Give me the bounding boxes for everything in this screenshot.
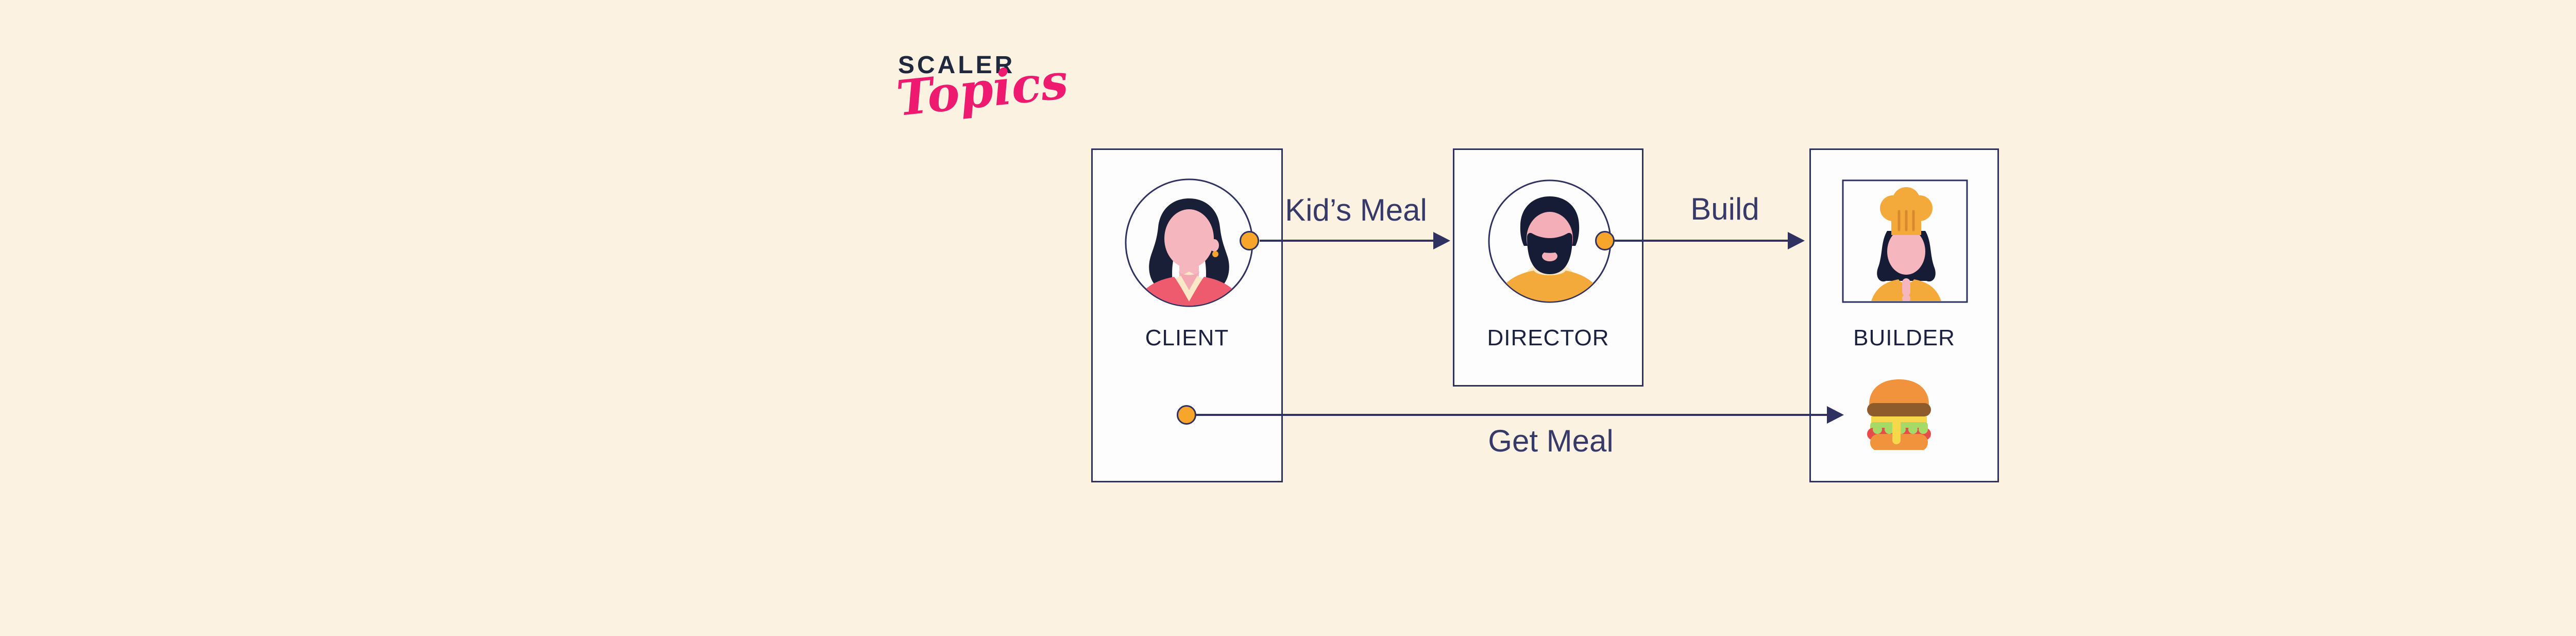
get-meal-edge-label: Get Meal: [1488, 424, 1614, 458]
build-edge-label: Build: [1690, 192, 1759, 226]
director-node-label: DIRECTOR: [1487, 325, 1609, 350]
kids-meal-edge-label: Kid’s Meal: [1285, 193, 1427, 227]
get-meal-connector-dot: [1177, 405, 1196, 425]
chef-avatar-icon: [1842, 179, 1968, 303]
build-arrow-line: [1614, 240, 1788, 242]
kids-meal-arrowhead-icon: [1433, 232, 1450, 249]
get-meal-arrowhead-icon: [1827, 406, 1844, 424]
director-connector-dot: [1595, 231, 1615, 250]
burger-icon: [1867, 379, 1931, 450]
client-node-box: CLIENT: [1091, 148, 1283, 482]
get-meal-arrow-line: [1194, 414, 1827, 416]
builder-node-label: BUILDER: [1853, 325, 1955, 350]
client-connector-dot: [1240, 231, 1259, 250]
woman-avatar-icon: [1125, 178, 1253, 307]
logo-brand-text: SCALER: [898, 52, 1015, 79]
builder-node-box: BUILDER: [1809, 148, 1999, 482]
director-node-box: DIRECTOR: [1453, 148, 1643, 387]
build-arrowhead-icon: [1788, 232, 1805, 249]
kids-meal-arrow-line: [1260, 240, 1434, 242]
client-node-label: CLIENT: [1145, 325, 1229, 350]
